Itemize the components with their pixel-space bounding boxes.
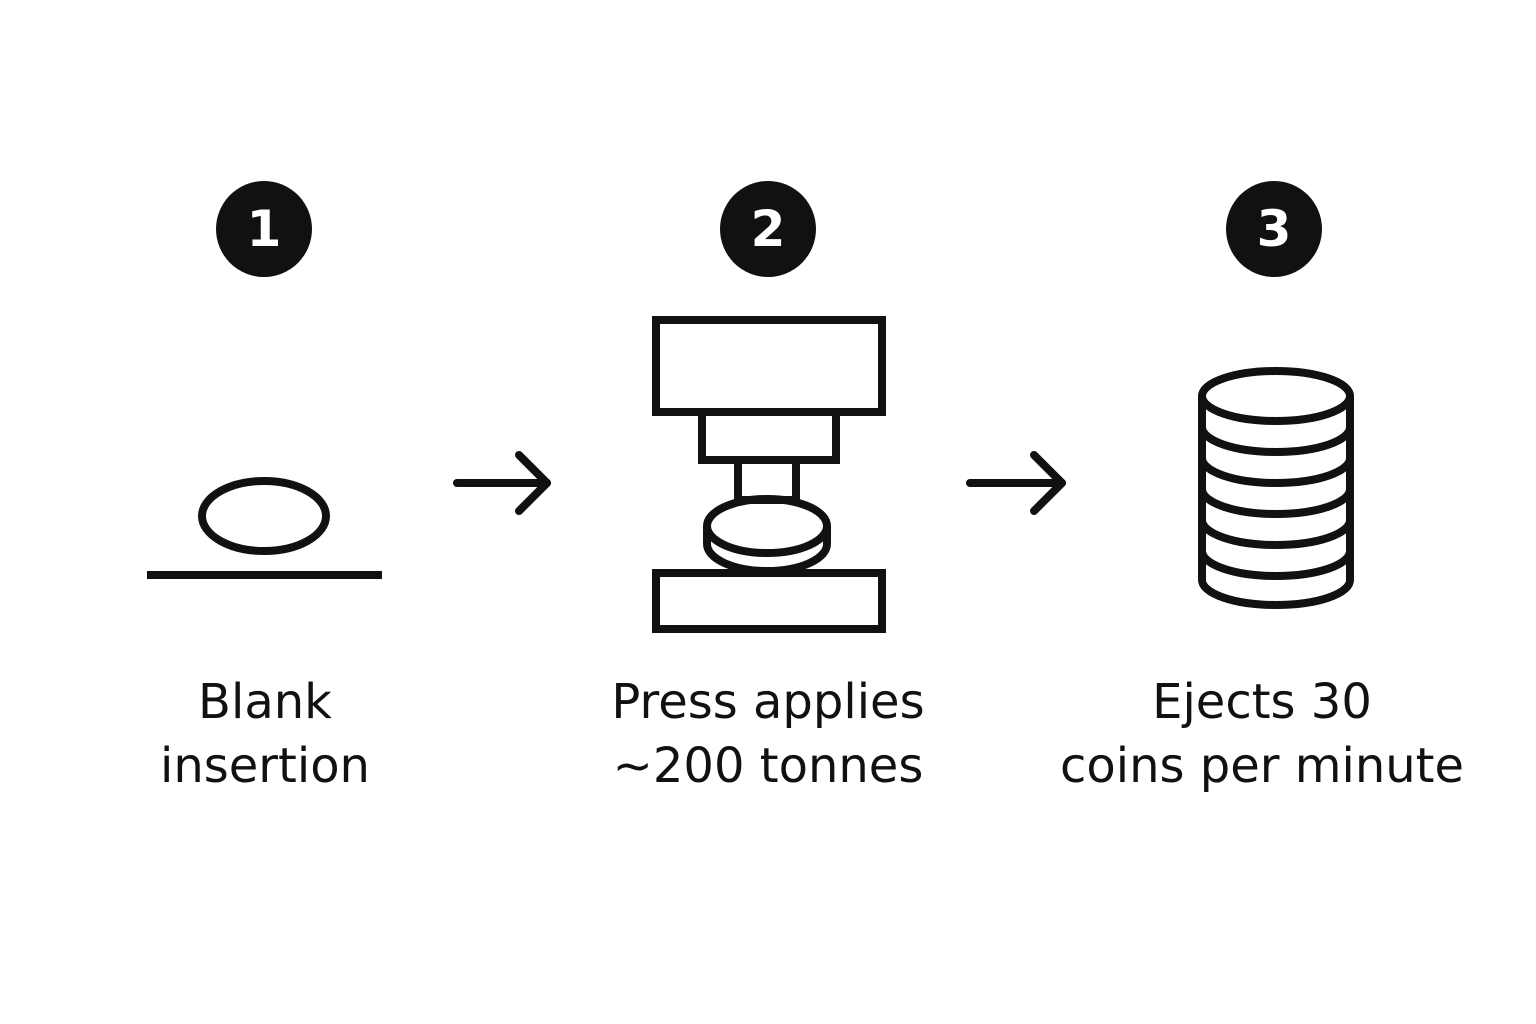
stack-coin-edge <box>1198 457 1354 487</box>
step-2-caption-line-1: Press applies <box>611 674 925 730</box>
press-base-block <box>652 569 886 633</box>
step-2-number: 2 <box>750 200 786 258</box>
step-1-caption-line-1: Blank <box>198 674 332 730</box>
press-die-stem <box>734 456 800 504</box>
struck-coin <box>703 495 831 575</box>
step-1-number-badge: 1 <box>216 181 312 277</box>
step-3-caption: Ejects 30 coins per minute <box>1032 670 1492 798</box>
step-3-caption-line-2: coins per minute <box>1059 738 1465 794</box>
step-2-caption-line-2: ~200 tonnes <box>612 738 924 794</box>
coin-stack-icon <box>1198 367 1354 609</box>
step-2-number-badge: 2 <box>720 181 816 277</box>
stack-coin-edge <box>1198 488 1354 518</box>
step-3-caption-line-1: Ejects 30 <box>1152 674 1372 730</box>
coin-blank-shape <box>198 477 330 555</box>
stack-coin-edge <box>1198 519 1354 549</box>
press-top-block <box>652 316 886 416</box>
step-3-number: 3 <box>1256 200 1292 258</box>
step-2-caption: Press applies ~200 tonnes <box>538 670 998 798</box>
stack-coin-edge <box>1198 426 1354 456</box>
step-1-number: 1 <box>246 200 282 258</box>
coin-press-icon <box>652 316 886 633</box>
step-1-caption: Blank insertion <box>35 670 495 798</box>
step-1-caption-line-2: insertion <box>160 738 370 794</box>
right-arrow-icon <box>966 451 1066 515</box>
right-arrow-icon <box>453 451 551 515</box>
stack-top-coin <box>1198 367 1354 425</box>
press-ram <box>698 408 840 464</box>
stack-coin-edge <box>1198 550 1354 580</box>
coin-blank-on-surface-icon <box>147 477 382 579</box>
step-3-number-badge: 3 <box>1226 181 1322 277</box>
